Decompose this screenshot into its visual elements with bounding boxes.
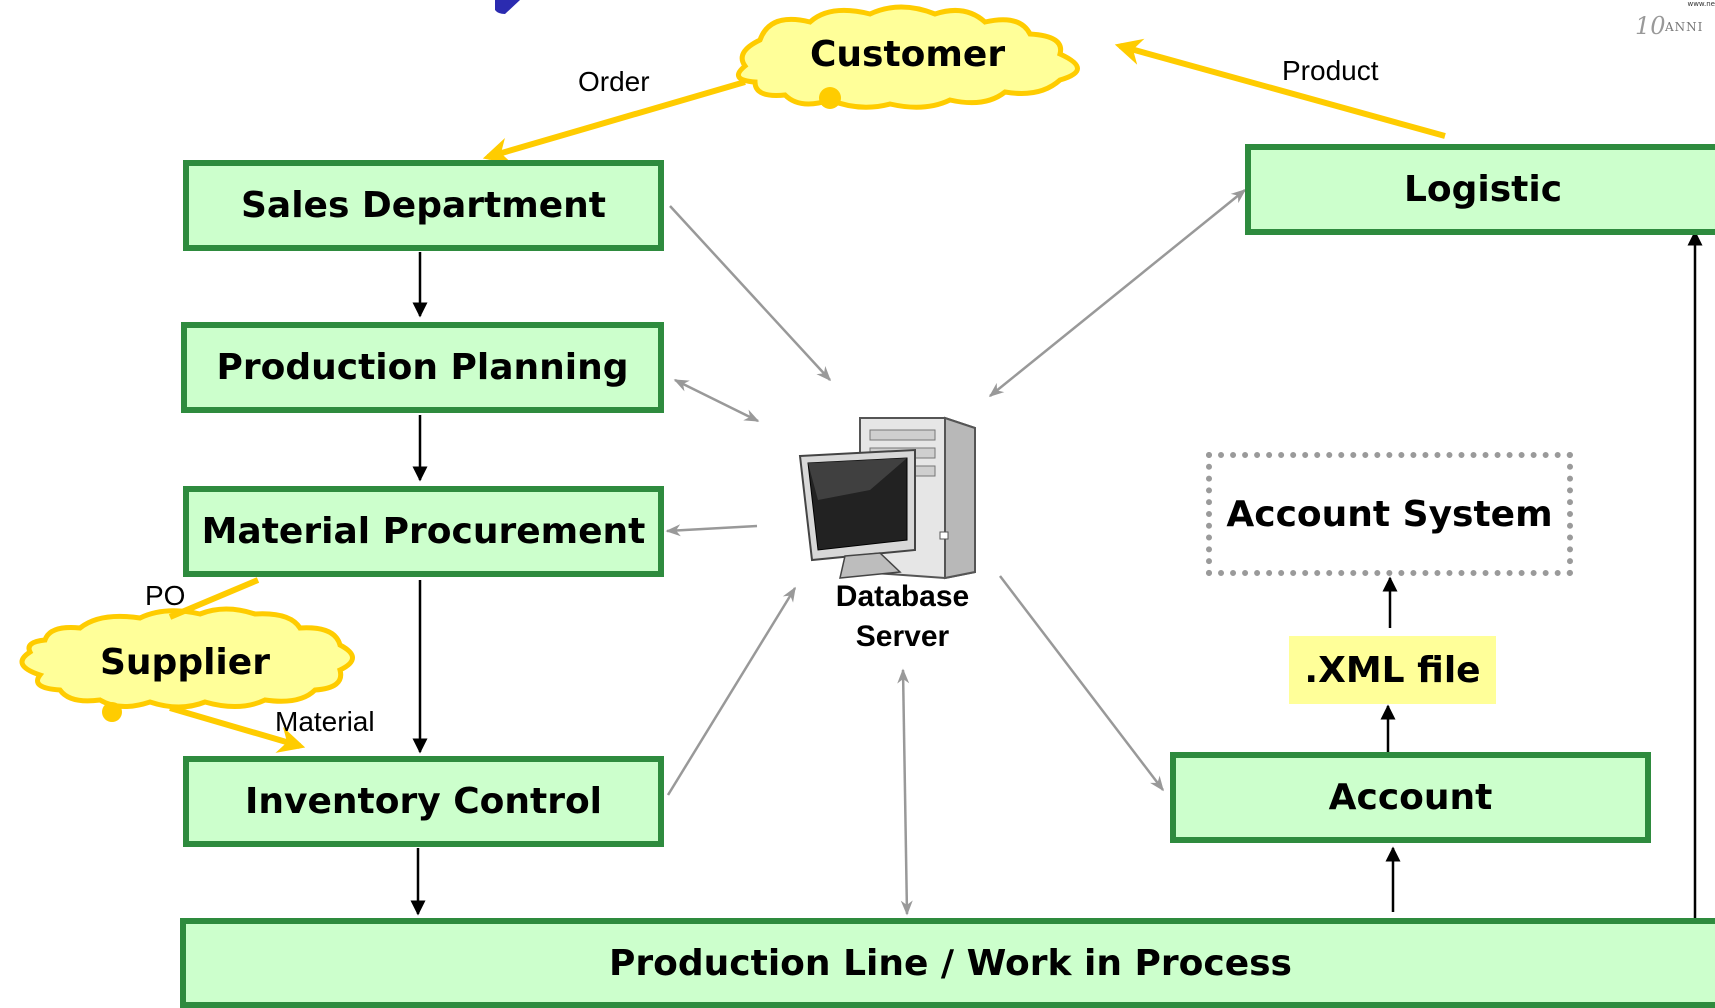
inventory-control-label: Inventory Control [244, 781, 603, 822]
db-to-account-arrow [999, 575, 1164, 792]
order-label: Order [578, 66, 650, 97]
logistic-label: Logistic [1403, 169, 1563, 210]
db-production-arrow [897, 668, 913, 916]
product-label: Product [1282, 55, 1379, 86]
sales-to-db-arrow [669, 205, 832, 382]
database-label-line1: Database [835, 580, 970, 613]
anniversary-logo: www.ne 10 ANNI [1635, 0, 1715, 44]
material-label: Material [275, 706, 375, 737]
supplier-cloud-shape [19, 606, 355, 722]
material-procurement-box: Material Procurement [183, 486, 664, 577]
inventory-to-db-arrow [666, 586, 797, 796]
xml-file-box: .XML file [1289, 636, 1496, 704]
po-arrow [168, 577, 260, 620]
production-planning-label: Production Planning [216, 347, 629, 388]
po-label: PO [145, 580, 186, 611]
logistic-db-arrow [988, 189, 1247, 397]
supplier-node: Supplier [100, 642, 270, 683]
sales-department-box: Sales Department [183, 160, 664, 251]
account-system-box: Account System [1206, 452, 1573, 576]
sales-department-label: Sales Department [240, 185, 607, 226]
logo-number: 10 [1635, 12, 1666, 40]
account-label: Account [1328, 777, 1493, 818]
order-arrow [482, 79, 746, 164]
production-line-box: Production Line / Work in Process [180, 918, 1715, 1008]
customer-cloud-shape [736, 4, 1080, 110]
logistic-box: Logistic [1245, 144, 1715, 235]
material-arrow [169, 705, 306, 753]
logo-word: ANNI [1665, 20, 1704, 34]
account-box: Account [1170, 752, 1651, 843]
db-to-procurement-arrow [665, 524, 758, 537]
customer-node: Customer [810, 34, 1006, 75]
production-planning-box: Production Planning [181, 322, 664, 413]
material-procurement-label: Material Procurement [201, 511, 646, 552]
database-server-icon [798, 416, 976, 580]
production-line-label: Production Line / Work in Process [609, 942, 1292, 984]
database-server-label: Database Server [815, 577, 990, 657]
database-label-line2: Server [855, 620, 950, 653]
account-system-label: Account System [1226, 493, 1553, 535]
title-fragment [495, 0, 520, 14]
product-arrow [1114, 38, 1446, 139]
xml-file-label: .XML file [1304, 649, 1481, 691]
logo-url-text: www.ne [1687, 0, 1715, 8]
inventory-control-box: Inventory Control [183, 756, 664, 847]
planning-db-arrow [673, 378, 760, 423]
